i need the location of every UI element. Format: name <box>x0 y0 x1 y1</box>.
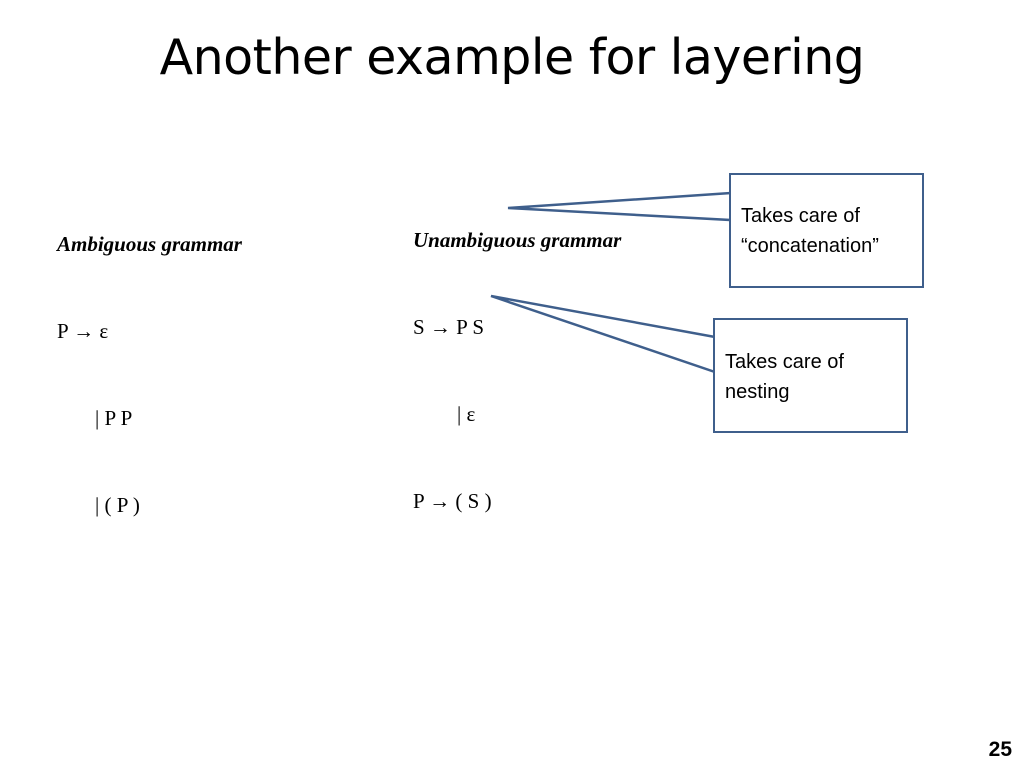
concatenation-callout: Takes care of “concatenation” <box>729 173 924 288</box>
unambiguous-rule-2: | ε <box>457 402 476 426</box>
concatenation-callout-pointer <box>507 191 733 222</box>
page-number: 25 <box>988 738 1012 761</box>
slide-title: Another example for layering <box>159 29 865 86</box>
concatenation-callout-line-1: Takes care of <box>741 205 860 227</box>
unambiguous-grammar: Unambiguous grammar S → P S | ε P → ( S … <box>413 168 621 545</box>
nesting-callout-line-1: Takes care of <box>725 351 844 373</box>
unambiguous-grammar-heading: Unambiguous grammar <box>413 228 622 252</box>
concatenation-callout-line-2: “concatenation” <box>741 235 879 257</box>
unambiguous-rule-3: P → ( S ) <box>413 489 492 513</box>
ambiguous-rule-2: | P P <box>95 406 133 430</box>
nesting-callout-pointer <box>490 294 717 374</box>
ambiguous-grammar-heading: Ambiguous grammar <box>57 232 242 256</box>
ambiguous-rule-3: | ( P ) <box>95 493 140 517</box>
ambiguous-grammar: Ambiguous grammar P → ε | P P | ( P ) <box>57 172 242 549</box>
unambiguous-rule-1: S → P S <box>413 315 485 339</box>
nesting-callout: Takes care of nesting <box>713 318 908 433</box>
nesting-callout-line-2: nesting <box>725 381 790 403</box>
ambiguous-rule-1: P → ε <box>57 319 109 343</box>
